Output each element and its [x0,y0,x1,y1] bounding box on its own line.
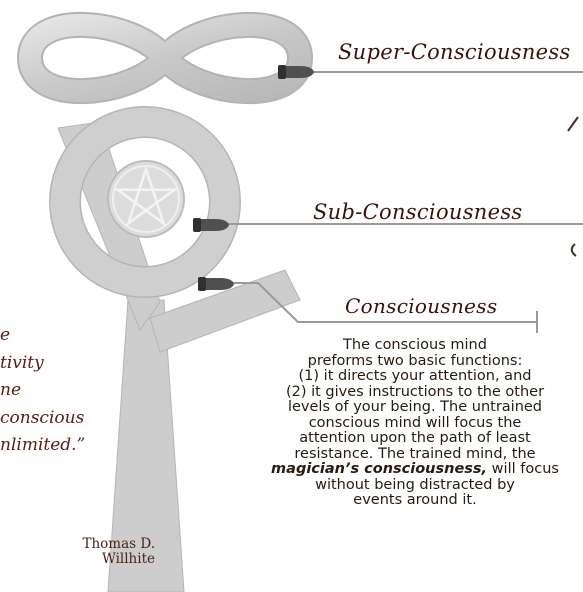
quote: e tivity ne conscious nlimited.” [0,322,154,460]
magician-consciousness-term: magician’s consciousness, [271,461,488,477]
body-line: magician’s consciousness, will focus [230,461,583,478]
consciousness-description: The conscious mind preforms two basic fu… [230,337,583,509]
quote-line: tivity [0,352,44,373]
quote-line: e [0,325,11,345]
body-line: resistance. The trained mind, the [294,445,536,462]
super-consciousness-label: Super-Consciousness [338,40,571,64]
body-line: events around it. [353,492,477,508]
quote-line: conscious [0,407,85,428]
pointing-hand-icon [198,277,234,291]
body-line-rest: will focus [487,461,559,477]
pentagram-icon [107,160,185,238]
sub-consciousness-label: Sub-Consciousness [313,200,523,224]
quote-line: nlimited.” [0,435,86,455]
author-first: Thomas D. [82,536,155,552]
body-line: (2) it gives instructions to the other [285,383,545,400]
pointing-hand-icon [278,65,314,79]
quote-line: ne [0,380,22,400]
body-line: (1) it directs your attention, and [298,368,532,384]
connector-lines [226,71,583,333]
body-line: without being distracted by [315,476,515,493]
body-line: conscious mind will focus the [308,414,522,431]
author-last: Willhite [101,551,155,567]
pointing-hand-icon [193,218,229,232]
mind-figure [49,106,301,592]
body-line: The conscious mind [343,337,487,353]
quote-author: Thomas D. Willhite [55,537,155,567]
infinity-icon [17,11,313,105]
body-line: attention upon the path of least [299,430,531,446]
cut-off-mark [567,116,579,132]
consciousness-label: Consciousness [345,294,498,318]
body-line: levels of your being. The untrained [287,399,543,415]
cut-off-mark [570,243,577,257]
body-line: preforms two basic functions: [307,352,523,369]
